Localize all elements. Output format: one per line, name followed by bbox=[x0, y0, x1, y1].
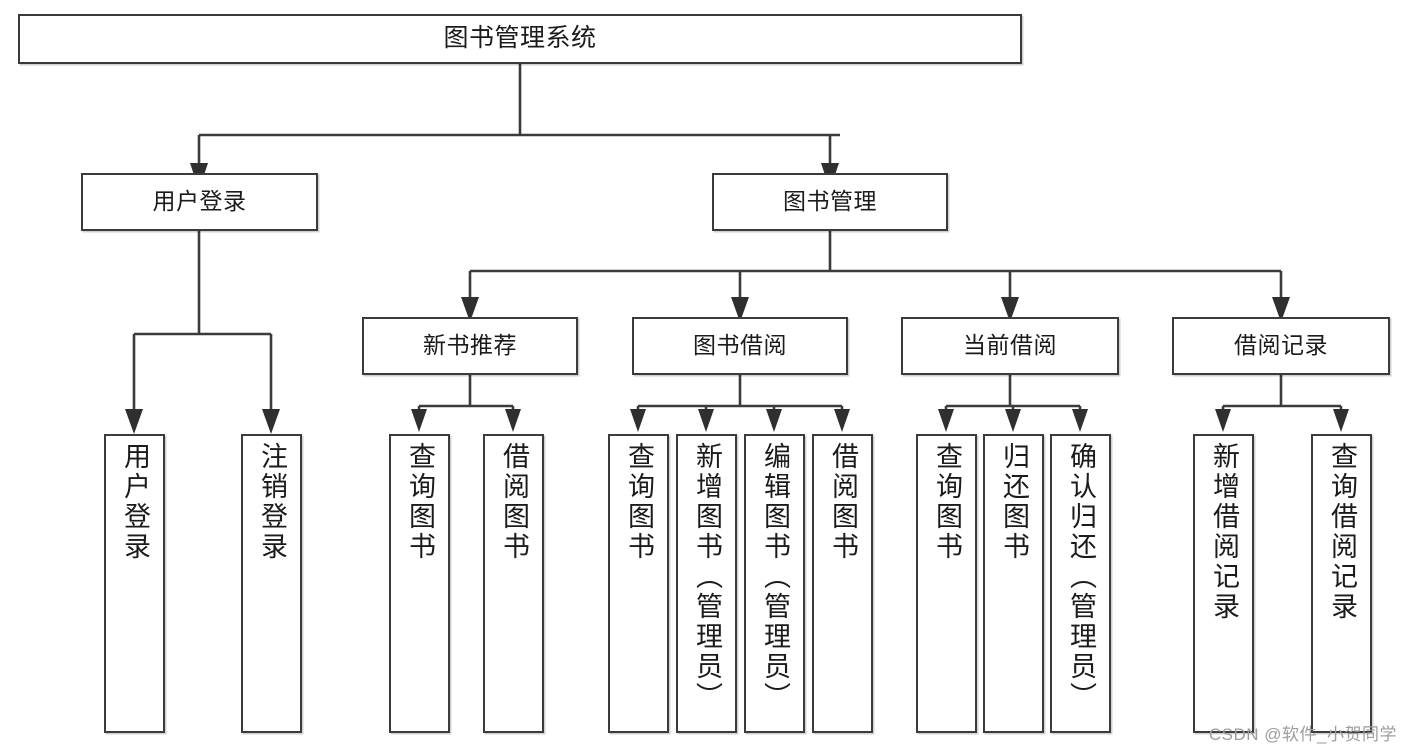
node-label: 图书管理 bbox=[783, 188, 877, 215]
leaf-confirm-return-admin[interactable]: 确认归还（管理员） bbox=[1050, 434, 1111, 733]
node-current-borrow[interactable]: 当前借阅 bbox=[901, 317, 1119, 375]
leaf-query-book-current[interactable]: 查询图书 bbox=[916, 434, 977, 733]
leaf-add-borrow-record[interactable]: 新增借阅记录 bbox=[1193, 434, 1254, 733]
node-label: 查询图书 bbox=[405, 442, 435, 562]
node-label: 新增借阅记录 bbox=[1209, 442, 1239, 622]
node-label: 用户登录 bbox=[152, 188, 247, 215]
leaf-edit-book-admin[interactable]: 编辑图书（管理员） bbox=[744, 434, 805, 733]
node-book-borrow[interactable]: 图书借阅 bbox=[632, 317, 848, 375]
node-label: 新增图书（管理员） bbox=[692, 442, 722, 712]
node-book-management[interactable]: 图书管理 bbox=[712, 173, 948, 231]
node-new-book-recommend[interactable]: 新书推荐 bbox=[362, 317, 578, 375]
node-label: 查询借阅记录 bbox=[1327, 442, 1357, 622]
leaf-query-book-borrow[interactable]: 查询图书 bbox=[608, 434, 669, 733]
leaf-query-book-recommend[interactable]: 查询图书 bbox=[389, 434, 450, 733]
node-label: 归还图书 bbox=[999, 442, 1029, 562]
node-label: 确认归还（管理员） bbox=[1066, 442, 1096, 712]
leaf-borrow-book-recommend[interactable]: 借阅图书 bbox=[483, 434, 544, 733]
node-label: 图书管理系统 bbox=[443, 24, 597, 53]
leaf-query-borrow-record[interactable]: 查询借阅记录 bbox=[1311, 434, 1372, 733]
leaf-add-book-admin[interactable]: 新增图书（管理员） bbox=[676, 434, 737, 733]
node-label: 新书推荐 bbox=[423, 332, 517, 359]
node-label: 查询图书 bbox=[624, 442, 654, 562]
arrowheads bbox=[125, 163, 1349, 434]
leaf-user-login[interactable]: 用户登录 bbox=[104, 434, 165, 733]
leaf-borrow-book[interactable]: 借阅图书 bbox=[812, 434, 873, 733]
node-label: 借阅记录 bbox=[1234, 332, 1328, 359]
node-label: 借阅图书 bbox=[828, 442, 858, 562]
node-user-login[interactable]: 用户登录 bbox=[81, 173, 318, 231]
node-label: 图书借阅 bbox=[693, 332, 787, 359]
leaf-return-book[interactable]: 归还图书 bbox=[983, 434, 1044, 733]
node-label: 借阅图书 bbox=[499, 442, 529, 562]
node-label: 用户登录 bbox=[120, 442, 150, 562]
node-label: 查询图书 bbox=[932, 442, 962, 562]
node-label: 编辑图书（管理员） bbox=[760, 442, 790, 712]
node-borrow-record[interactable]: 借阅记录 bbox=[1172, 317, 1390, 375]
node-label: 当前借阅 bbox=[963, 332, 1057, 359]
watermark: CSDN @软件_小贺同学 bbox=[1208, 725, 1397, 744]
node-root-book-management-system[interactable]: 图书管理系统 bbox=[18, 14, 1022, 64]
leaf-logout[interactable]: 注销登录 bbox=[241, 434, 302, 733]
node-label: 注销登录 bbox=[257, 442, 287, 562]
